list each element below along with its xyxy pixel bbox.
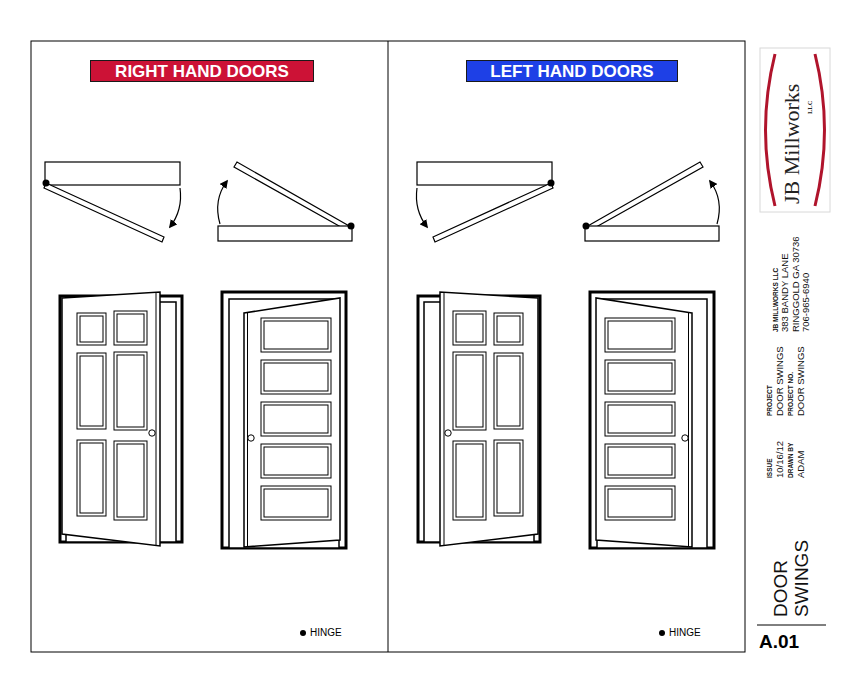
- company-name: JB MILLWORKS LLC: [771, 236, 780, 332]
- heading-text: RIGHT HAND DOORS: [115, 63, 289, 80]
- address-block: JB MILLWORKS LLC383 BANDY LANERINGGOLD G…: [771, 236, 812, 332]
- left-hand-heading: LEFT HAND DOORS: [466, 60, 678, 82]
- sheet-title-block: DOOR SWINGS: [770, 535, 812, 617]
- address-line: RINGGOLD GA 30736: [791, 236, 802, 332]
- legend-text: HINGE: [310, 627, 342, 639]
- address-line: 383 BANDY LANE: [780, 236, 791, 332]
- logo-text: JB Millworks: [780, 84, 804, 204]
- logo-suffix: LLC: [806, 101, 814, 114]
- legend-text: HINGE: [669, 627, 701, 639]
- field-value: DOOR SWINGS: [795, 346, 806, 416]
- project-block: PROJECTDOOR SWINGSPROJECT NO.DOOR SWINGS: [765, 346, 806, 416]
- field-value: ADAM: [795, 441, 806, 478]
- field-caption: ISSUE: [765, 441, 774, 478]
- logo-suffix-text: LLC: [806, 101, 814, 114]
- right-hand-heading: RIGHT HAND DOORS: [90, 60, 314, 82]
- logo: JB Millworks: [780, 84, 804, 204]
- phone-number: 706-965-6940: [801, 236, 812, 332]
- field-value: DOOR SWINGS: [774, 346, 786, 416]
- sheet-number: A.01: [759, 632, 799, 653]
- field-caption: DRAWN BY: [786, 441, 795, 478]
- field-caption: PROJECT: [765, 346, 774, 416]
- field-caption: PROJECT NO.: [786, 346, 795, 416]
- issue-block: ISSUE10/16/12DRAWN BYADAM: [765, 441, 806, 478]
- heading-text: LEFT HAND DOORS: [490, 63, 653, 80]
- sheet-title: DOOR SWINGS: [770, 535, 812, 617]
- field-value: 10/16/12: [774, 441, 786, 478]
